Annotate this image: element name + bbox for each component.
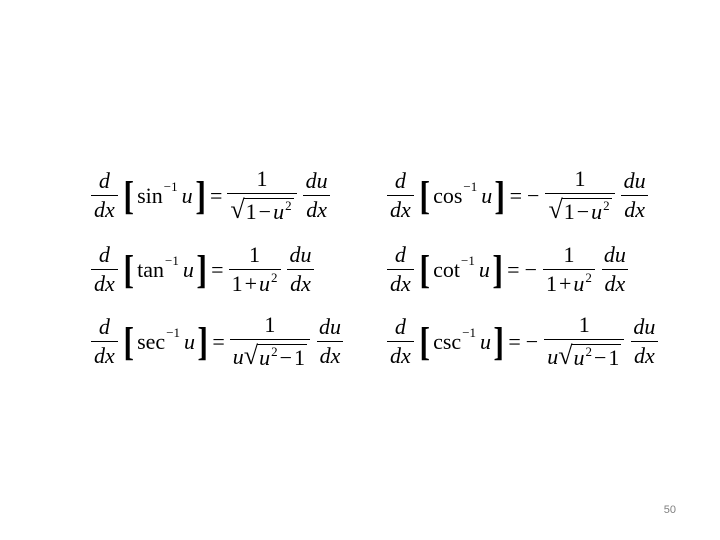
variable: u [181,182,193,208]
d-dx-operator: d dx [91,244,118,295]
formula-arccos-derivative: d dx [ cos−1 u ] = − 1 √1−u2 du dx [384,168,652,223]
du-dx-factor: du dx [630,316,658,367]
d-dx-operator: d dx [387,170,414,221]
inverse-exponent: −1 [462,325,477,340]
inverse-exponent: −1 [463,179,478,194]
function-name: cos [433,182,463,208]
d-dx-operator: d dx [91,316,118,367]
inverse-exponent: −1 [460,253,475,268]
derivative-fraction: 1 √1−u2 [545,168,615,224]
formula-arccsc-derivative: d dx [ csc−1 u ] = − 1 u√u2−1 du dx [384,314,661,369]
derivative-fraction: 1 1+u2 [228,244,281,295]
variable: u [480,328,492,354]
function-name: cot [433,256,460,282]
negative-sign: − [525,328,539,354]
derivative-fraction: 1 1+u2 [543,244,595,295]
du-dx-factor: du dx [621,170,649,221]
square-root: √1−u2 [548,195,612,224]
inverse-exponent: −1 [166,325,181,340]
function-name: tan [137,256,164,282]
square-root: √u2−1 [558,341,622,370]
derivative-fraction: 1 √1−u2 [227,168,297,224]
formula-arcsec-derivative: d dx [ sec−1 u ] = 1 u√u2−1 du dx [88,314,347,369]
d-dx-operator: d dx [387,244,414,295]
derivative-fraction: 1 u√u2−1 [544,314,625,370]
page-number: 50 [663,504,676,516]
square-root: √u2−1 [243,341,307,370]
du-dx-factor: du dx [303,170,331,221]
du-dx-factor: du dx [287,244,315,295]
function-name: sin [137,182,163,208]
variable: u [481,182,493,208]
d-dx-operator: d dx [387,316,414,367]
function-name: csc [433,328,462,354]
du-dx-factor: du dx [601,244,629,295]
derivative-fraction: 1 u√u2−1 [229,314,310,370]
formula-arctan-derivative: d dx [ tan−1 u ] = 1 1+u2 du dx [88,244,318,295]
d-dx-operator: d dx [91,170,118,221]
variable: u [182,256,194,282]
variable: u [184,328,196,354]
negative-sign: − [527,182,540,208]
du-dx-factor: du dx [316,316,344,367]
square-root: √1−u2 [230,195,294,224]
function-name: sec [137,328,166,354]
formula-arccot-derivative: d dx [ cot−1 u ] = − 1 1+u2 du dx [384,244,632,295]
inverse-exponent: −1 [164,253,179,268]
inverse-exponent: −1 [163,179,178,194]
variable: u [478,256,490,282]
negative-sign: − [524,256,537,282]
formula-arcsin-derivative: d dx [ sin−1 u ] = 1 √1−u2 du dx [88,168,334,223]
